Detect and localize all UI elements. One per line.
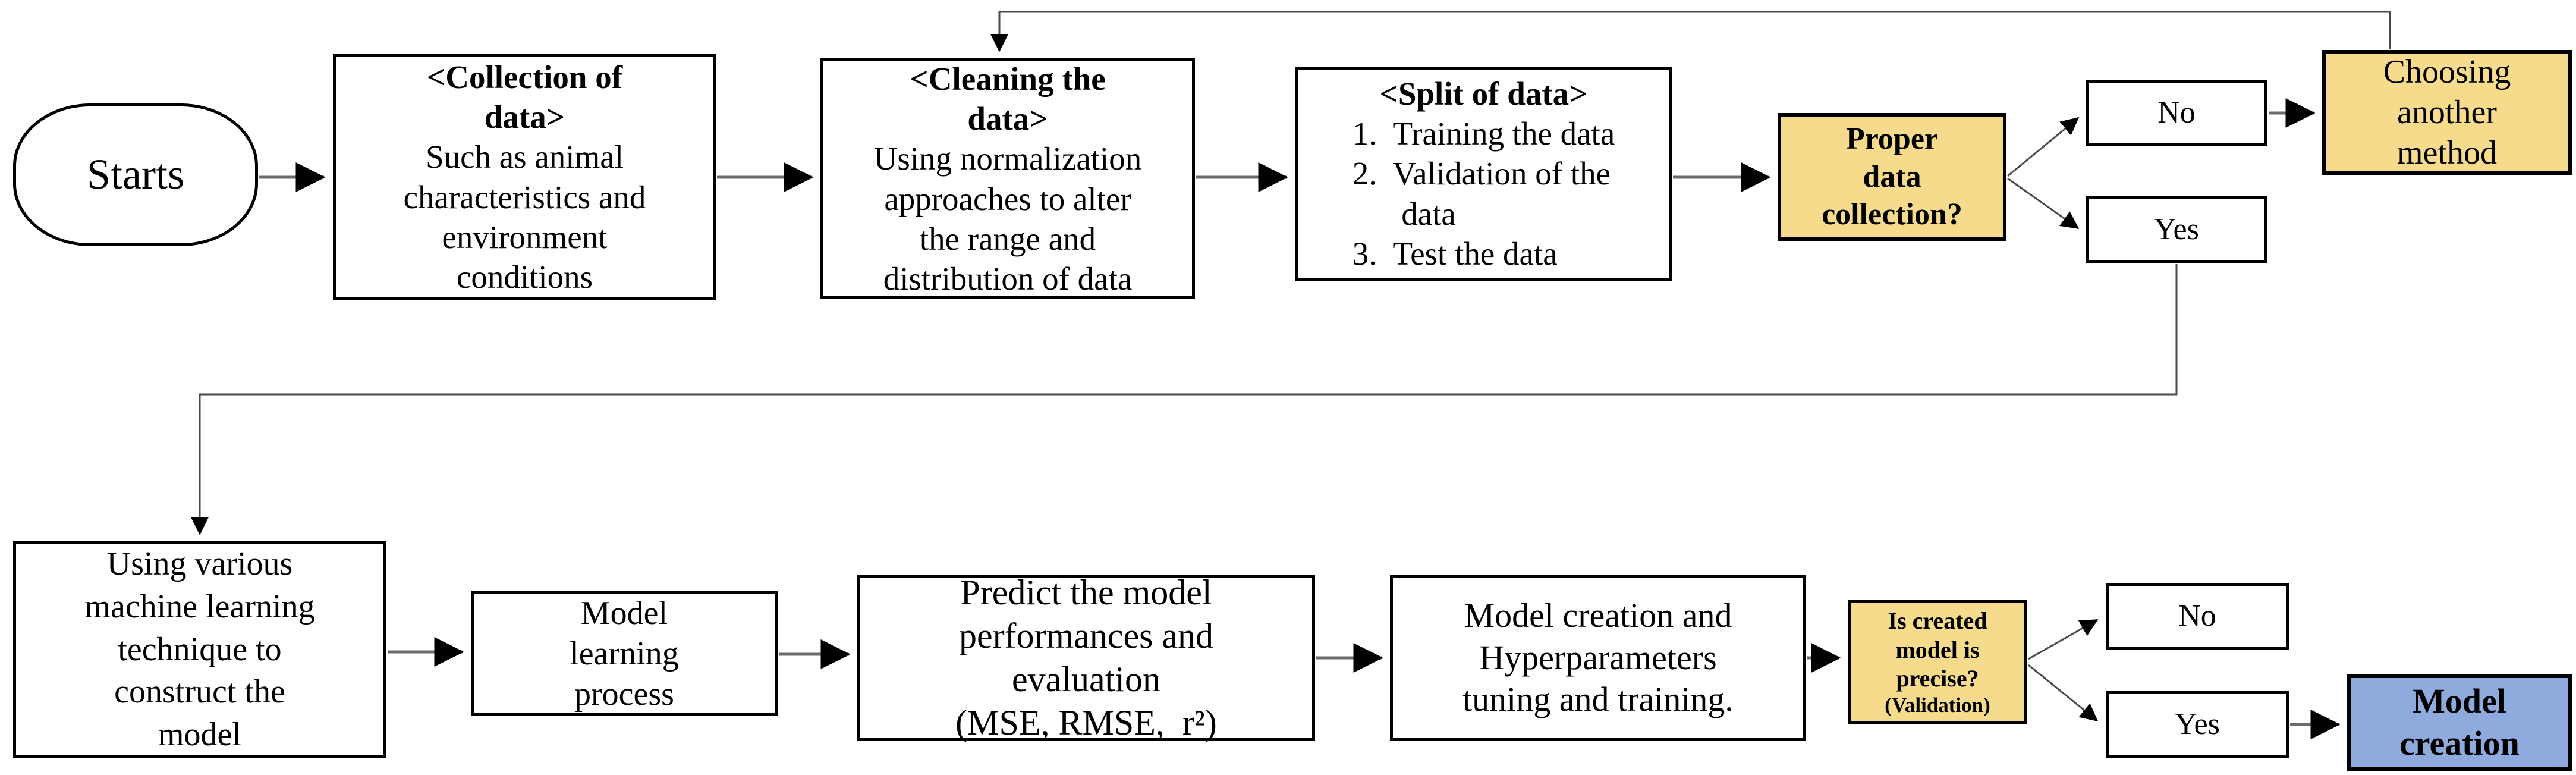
yes-top-label: Yes (2154, 212, 2199, 247)
collection-title: <Collection of data> (426, 59, 623, 136)
ml-label: Using various machine learning technique… (84, 545, 315, 754)
node-is-model-precise-decision: Is created model is precise? (Validation… (1848, 600, 2027, 724)
precise-validation-label: (Validation) (1885, 694, 1990, 717)
split-body: 1. Training the data 2. Validation of th… (1352, 115, 1615, 272)
proper-label: Proper data collection? (1822, 122, 1962, 232)
node-model-creation: Model creation (2347, 674, 2572, 771)
arrow-proper-to-no (2007, 117, 2080, 177)
no-top-label: No (2157, 96, 2196, 130)
node-predict-performances: Predict the model performances and evalu… (857, 573, 1315, 742)
node-hyperparameters-tuning: Model creation and Hyperparameters tunin… (1390, 575, 1806, 741)
node-model-learning-process: Model learning process (471, 591, 778, 716)
cleaning-body: Using normalization approaches to alter … (873, 140, 1142, 297)
arrow-precise-to-yes (2028, 664, 2099, 722)
no-bottom-label: No (2178, 599, 2216, 633)
node-collection-of-data: <Collection of data> Such as animal char… (333, 54, 716, 300)
node-yes-bottom: Yes (2106, 691, 2289, 758)
node-cleaning-the-data: <Cleaning the data> Using normalization … (820, 58, 1195, 299)
precise-label: Is created model is precise? (1888, 607, 1987, 692)
starts-label: Starts (86, 150, 184, 199)
node-proper-data-collection-decision: Proper data collection? (1778, 113, 2006, 241)
cleaning-title: <Cleaning the data> (910, 61, 1106, 137)
feedback-choosing-to-cleaning (990, 11, 2391, 52)
arrow-proper-to-yes (2007, 177, 2080, 230)
node-no-top: No (2086, 80, 2267, 146)
node-no-bottom: No (2106, 583, 2289, 650)
hyper-label: Model creation and Hyperparameters tunin… (1462, 595, 1734, 719)
choosing-label: Choosing another method (2383, 53, 2511, 172)
model-creation-label: Model creation (2399, 682, 2520, 763)
node-yes-top: Yes (2086, 196, 2267, 263)
wire-yes-to-ml (191, 264, 2178, 535)
collection-body: Such as animal characteristics and envir… (403, 139, 646, 295)
yes-bottom-label: Yes (2175, 707, 2220, 742)
arrow-precise-to-no (2028, 619, 2099, 660)
node-starts: Starts (13, 103, 258, 246)
learning-label: Model learning process (570, 594, 679, 713)
predict-label: Predict the model performances and evalu… (955, 572, 1217, 743)
split-title: <Split of data> (1379, 76, 1588, 112)
node-choosing-another-method: Choosing another method (2322, 50, 2572, 175)
node-machine-learning-technique: Using various machine learning technique… (13, 541, 386, 758)
node-split-of-data: <Split of data> 1. Training the data 2. … (1295, 67, 1672, 281)
